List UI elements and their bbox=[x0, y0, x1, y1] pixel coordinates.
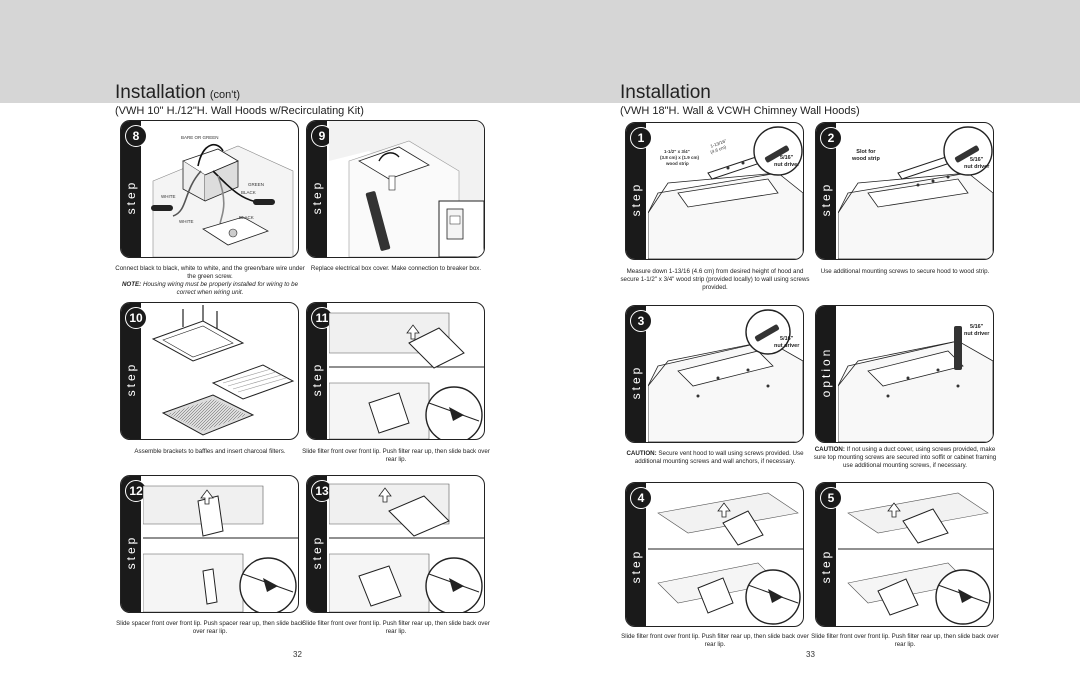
page-subtitle: (VWH 10" H./12"H. Wall Hoods w/Recircula… bbox=[115, 105, 364, 117]
step-12-panel: 12 step bbox=[120, 475, 299, 613]
step-label: step bbox=[310, 361, 324, 397]
page-title: Installation bbox=[620, 82, 711, 103]
step-label: step bbox=[124, 534, 138, 570]
step-number: 1 bbox=[630, 127, 652, 149]
step-13-caption: Slide filter front over front lip. Push … bbox=[302, 620, 490, 635]
left-page: Installation(con't) (VWH 10" H./12"H. Wa… bbox=[115, 0, 495, 698]
step-number: 10 bbox=[125, 307, 147, 329]
step-8-panel: 8 step BARE OR GREEN GREEN WHITE BLACK W… bbox=[120, 120, 299, 258]
step-10-panel: 10 step bbox=[120, 302, 299, 440]
step-4-caption: Slide filter front over front lip. Push … bbox=[621, 633, 809, 648]
step-12-caption: Slide spacer front over front lip. Push … bbox=[116, 620, 304, 635]
option-panel: option 5/16"nut driver bbox=[815, 305, 994, 443]
step-8-caption: Connect black to black, white to white, … bbox=[115, 265, 305, 296]
step-label: step bbox=[819, 181, 833, 217]
header-band bbox=[0, 0, 1080, 103]
filter-install-illustration bbox=[329, 483, 484, 612]
page-subtitle: (VWH 18"H. Wall & VCWH Chimney Wall Hood… bbox=[620, 105, 860, 117]
step-4-panel: 4 step bbox=[625, 482, 804, 627]
step-label: step bbox=[124, 179, 138, 215]
step-11-panel: 11 step bbox=[306, 302, 485, 440]
step-number: 13 bbox=[311, 480, 333, 502]
step-number: 4 bbox=[630, 487, 652, 509]
page-number: 32 bbox=[293, 650, 302, 659]
step-number: 8 bbox=[125, 125, 147, 147]
right-page: Installation (VWH 18"H. Wall & VCWH Chim… bbox=[620, 0, 1000, 698]
step-label: option bbox=[819, 346, 833, 398]
step-label: step bbox=[310, 179, 324, 215]
step-3-caption: CAUTION: Secure vent hood to wall using … bbox=[626, 450, 804, 465]
step-5-caption: Slide filter front over front lip. Push … bbox=[811, 633, 999, 648]
spacer-install-illustration bbox=[143, 485, 298, 612]
option-caption: CAUTION: If not using a duct cover, usin… bbox=[813, 446, 997, 469]
step-number: 5 bbox=[820, 487, 842, 509]
step-11-caption: Slide filter front over front lip. Push … bbox=[302, 448, 490, 463]
step-number: 11 bbox=[311, 307, 333, 329]
cover-illustration bbox=[329, 121, 484, 257]
step-9-panel: 9 step bbox=[306, 120, 485, 258]
hood-soffit-illustration bbox=[838, 326, 993, 442]
step-5-panel: 5 step bbox=[815, 482, 994, 627]
page-number: 33 bbox=[806, 650, 815, 659]
step-number: 2 bbox=[820, 127, 842, 149]
filter-install-illustration bbox=[648, 492, 803, 625]
page-title: Installation(con't) bbox=[115, 82, 241, 103]
wiring-illustration bbox=[151, 143, 294, 257]
step-label: step bbox=[629, 364, 643, 400]
step-label: step bbox=[629, 181, 643, 217]
step-3-panel: 3 step 5/16"nut driver bbox=[625, 305, 804, 443]
step-10-caption: Assemble brackets to baffles and insert … bbox=[134, 448, 286, 455]
step-13-panel: 13 step bbox=[306, 475, 485, 613]
step-number: 3 bbox=[630, 310, 652, 332]
hood-wood-strip-illustration bbox=[648, 126, 803, 259]
filter-install-illustration bbox=[838, 492, 993, 625]
step-label: step bbox=[310, 534, 324, 570]
step-label: step bbox=[124, 361, 138, 397]
hood-secure-illustration bbox=[648, 309, 803, 442]
step-label: step bbox=[629, 548, 643, 584]
step-number: 12 bbox=[125, 480, 147, 502]
step-1-panel: 1 step 1-1/2" x 3/4" (3.8 cm) x (1.9 cm)… bbox=[625, 122, 804, 260]
step-2-caption: Use additional mounting screws to secure… bbox=[820, 268, 990, 275]
step-1-caption: Measure down 1-13/16 (4.6 cm) from desir… bbox=[620, 268, 810, 291]
hood-screws-illustration bbox=[838, 126, 993, 259]
filter-install-illustration bbox=[329, 312, 484, 439]
step-9-caption: Replace electrical box cover. Make conne… bbox=[310, 265, 482, 272]
baffle-filter-illustration bbox=[151, 305, 295, 436]
step-label: step bbox=[819, 548, 833, 584]
